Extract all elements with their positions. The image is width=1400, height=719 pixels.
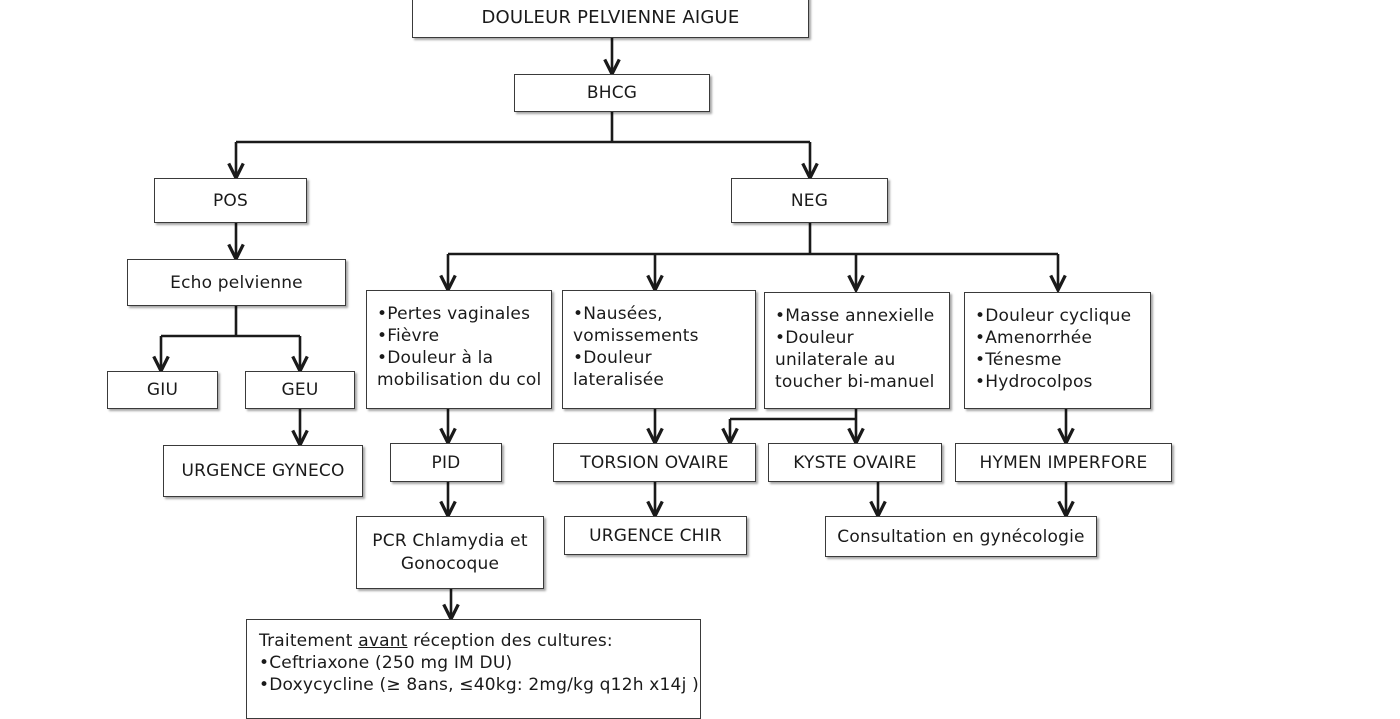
criteria-col2-line: lateralisée — [573, 370, 665, 390]
criteria-col3-line: toucher bi-manuel — [775, 372, 935, 392]
node-bhcg: BHCG — [514, 74, 710, 112]
traitement-title-suffix: réception des cultures: — [407, 631, 613, 651]
criteria-col3-line: •Masse annexielle — [775, 306, 935, 326]
traitement-title-underlined: avant — [358, 631, 408, 651]
pcr-line: Gonocoque — [400, 553, 500, 574]
node-echo-pelvienne: Echo pelvienne — [127, 259, 346, 306]
node-criteria-col3: •Masse annexielle •Douleur unilaterale a… — [764, 292, 950, 409]
node-hymen-imperfore: HYMEN IMPERFORE — [955, 443, 1172, 482]
traitement-line-ceftriaxone: •Ceftriaxone (250 mg IM DU) — [259, 653, 513, 673]
node-criteria-col4: •Douleur cyclique •Amenorrhée •Ténesme •… — [964, 292, 1151, 409]
criteria-col3-line: unilaterale au — [775, 350, 896, 370]
criteria-col1-line: •Douleur à la — [377, 348, 494, 368]
flowchart-connectors — [0, 38, 1400, 700]
criteria-col3-line: •Douleur — [775, 328, 854, 348]
node-criteria-col1: •Pertes vaginales •Fièvre •Douleur à la … — [366, 290, 552, 409]
node-douleur-pelvienne-aigue: DOULEUR PELVIENNE AIGUE — [412, 0, 809, 38]
criteria-col2-line: vomissements — [573, 326, 699, 346]
node-urgence-chir: URGENCE CHIR — [564, 516, 747, 555]
node-kyste-ovaire: KYSTE OVAIRE — [768, 443, 942, 482]
node-pos: POS — [154, 178, 307, 223]
criteria-col4-line: •Ténesme — [975, 350, 1062, 370]
criteria-col2-line: •Douleur — [573, 348, 652, 368]
node-neg: NEG — [731, 178, 888, 223]
node-traitement: Traitement avant réception des cultures:… — [246, 619, 701, 719]
traitement-title: Traitement avant réception des cultures: — [259, 630, 613, 652]
traitement-title-prefix: Traitement — [259, 631, 359, 651]
criteria-col4-line: •Douleur cyclique — [975, 306, 1132, 326]
criteria-col2-line: •Nausées, — [573, 304, 663, 324]
criteria-col1-line: •Fièvre — [377, 326, 440, 346]
node-giu: GIU — [107, 371, 218, 409]
pcr-line: PCR Chlamydia et — [372, 530, 528, 551]
node-criteria-col2: •Nausées, vomissements •Douleur laterali… — [562, 290, 756, 409]
node-pcr-chlamydia-gonocoque: PCR Chlamydia et Gonocoque — [356, 516, 544, 589]
node-consultation-gynecologie: Consultation en gynécologie — [825, 516, 1097, 557]
criteria-col1-line: •Pertes vaginales — [377, 304, 531, 324]
node-pid: PID — [390, 443, 502, 482]
criteria-col4-line: •Hydrocolpos — [975, 372, 1093, 392]
traitement-line-doxycycline: •Doxycycline (≥ 8ans, ≤40kg: 2mg/kg q12h… — [259, 675, 699, 695]
node-torsion-ovaire: TORSION OVAIRE — [553, 443, 756, 482]
criteria-col4-line: •Amenorrhée — [975, 328, 1093, 348]
node-geu: GEU — [245, 371, 355, 409]
node-urgence-gyneco: URGENCE GYNECO — [163, 445, 363, 497]
criteria-col1-line: mobilisation du col — [377, 370, 542, 390]
